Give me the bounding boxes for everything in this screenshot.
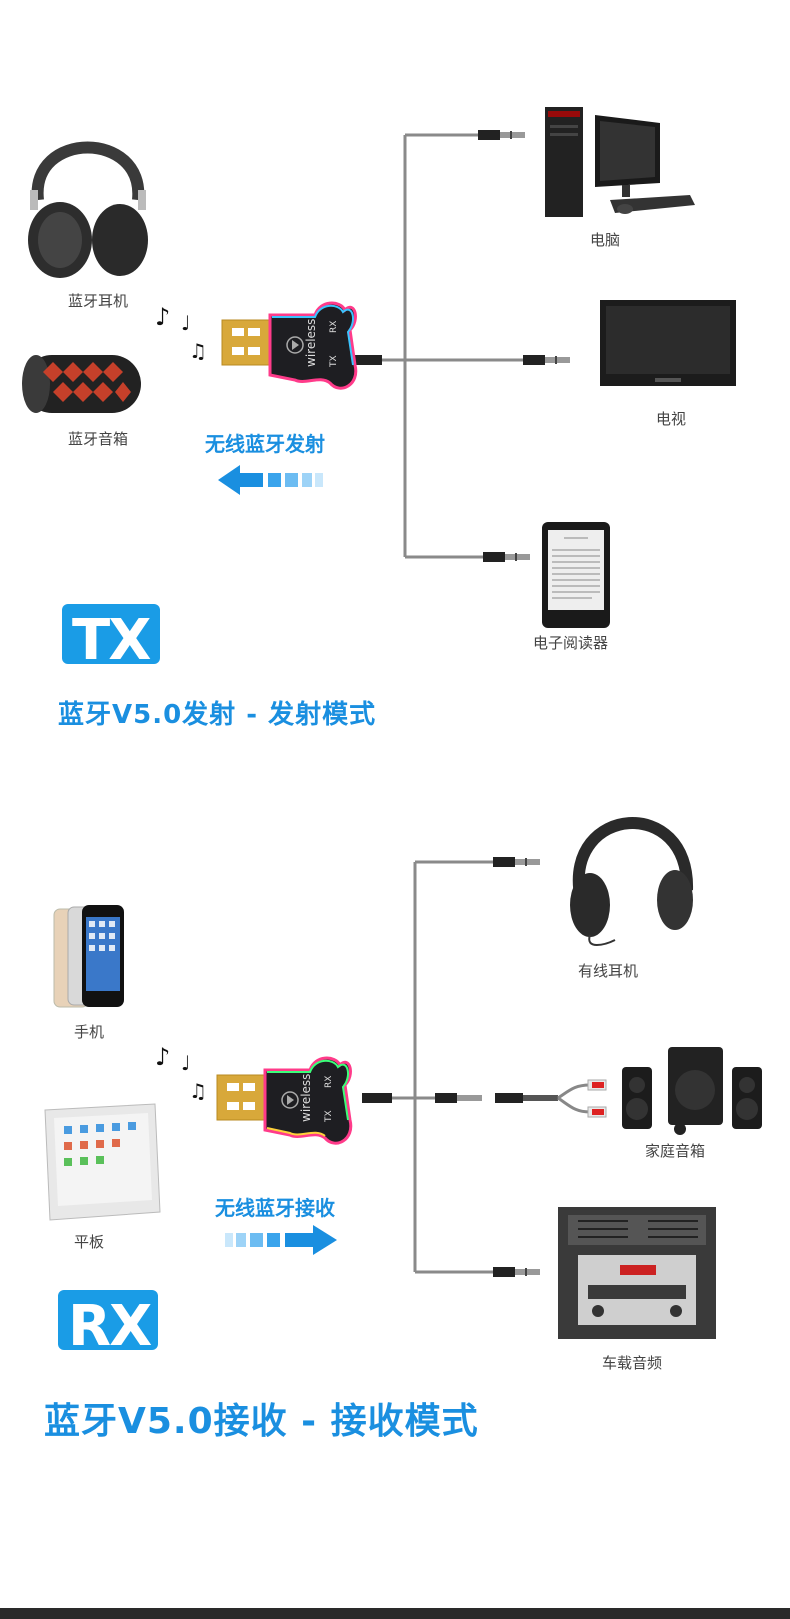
rx-cable-network [362, 857, 607, 1277]
car-audio-icon [558, 1207, 716, 1339]
rx-jack-speakers [435, 1079, 607, 1118]
car-audio-label: 车载音频 [602, 1354, 663, 1372]
bluetooth-dongle: wireless TX RX [221, 301, 358, 390]
headphones-label: 蓝牙耳机 [68, 292, 129, 310]
svg-text:RX: RX [329, 321, 339, 333]
tablet-label: 平板 [74, 1233, 105, 1251]
bluetooth-headphones-icon [28, 141, 148, 278]
home-speakers-label: 家庭音箱 [645, 1142, 706, 1160]
ereader-label: 电子阅读器 [533, 634, 609, 652]
rx-jack-headphones [493, 857, 540, 867]
computer-label: 电脑 [590, 231, 621, 249]
tv-icon [600, 300, 736, 386]
phone-icon [53, 905, 124, 1008]
tablet-icon [44, 1103, 161, 1221]
dongle-brand-text: wireless [299, 1074, 313, 1122]
tx-jack-computer [478, 130, 525, 140]
right-arrow-icon [225, 1225, 337, 1255]
rx-logo: RX [58, 1290, 158, 1359]
speaker-label: 蓝牙音箱 [68, 430, 129, 448]
tx-jack-tv [523, 355, 570, 365]
wired-headphones-label: 有线耳机 [578, 962, 639, 980]
computer-icon [545, 107, 695, 217]
ereader-icon [542, 522, 610, 628]
phone-label: 手机 [74, 1023, 105, 1041]
wired-headphones-icon [570, 817, 694, 946]
home-speakers-icon [622, 1047, 762, 1135]
tv-label: 电视 [656, 410, 687, 428]
bottom-bar [0, 1608, 790, 1619]
left-arrow-icon [218, 465, 323, 495]
rx-mode-title: 蓝牙V5.0接收 - 接收模式 [44, 1401, 479, 1442]
tx-logo: TX [62, 604, 160, 673]
bluetooth-dongle: wireless TX RX [216, 1056, 353, 1145]
rx-jack-car [493, 1267, 540, 1277]
dongle-brand-text: wireless [304, 319, 318, 367]
svg-text:TX: TX [324, 1110, 334, 1123]
tx-cable-network [352, 130, 570, 562]
tx-jack-dongle [352, 355, 382, 365]
rx-direction-label: 无线蓝牙接收 [215, 1196, 335, 1220]
svg-text:TX: TX [329, 355, 339, 368]
tx-mode-title: 蓝牙V5.0发射 - 发射模式 [58, 700, 377, 730]
bluetooth-speaker-icon [22, 355, 141, 413]
tx-direction-label: 无线蓝牙发射 [205, 432, 325, 456]
tx-jack-ereader [483, 552, 530, 562]
svg-text:RX: RX [324, 1076, 334, 1088]
